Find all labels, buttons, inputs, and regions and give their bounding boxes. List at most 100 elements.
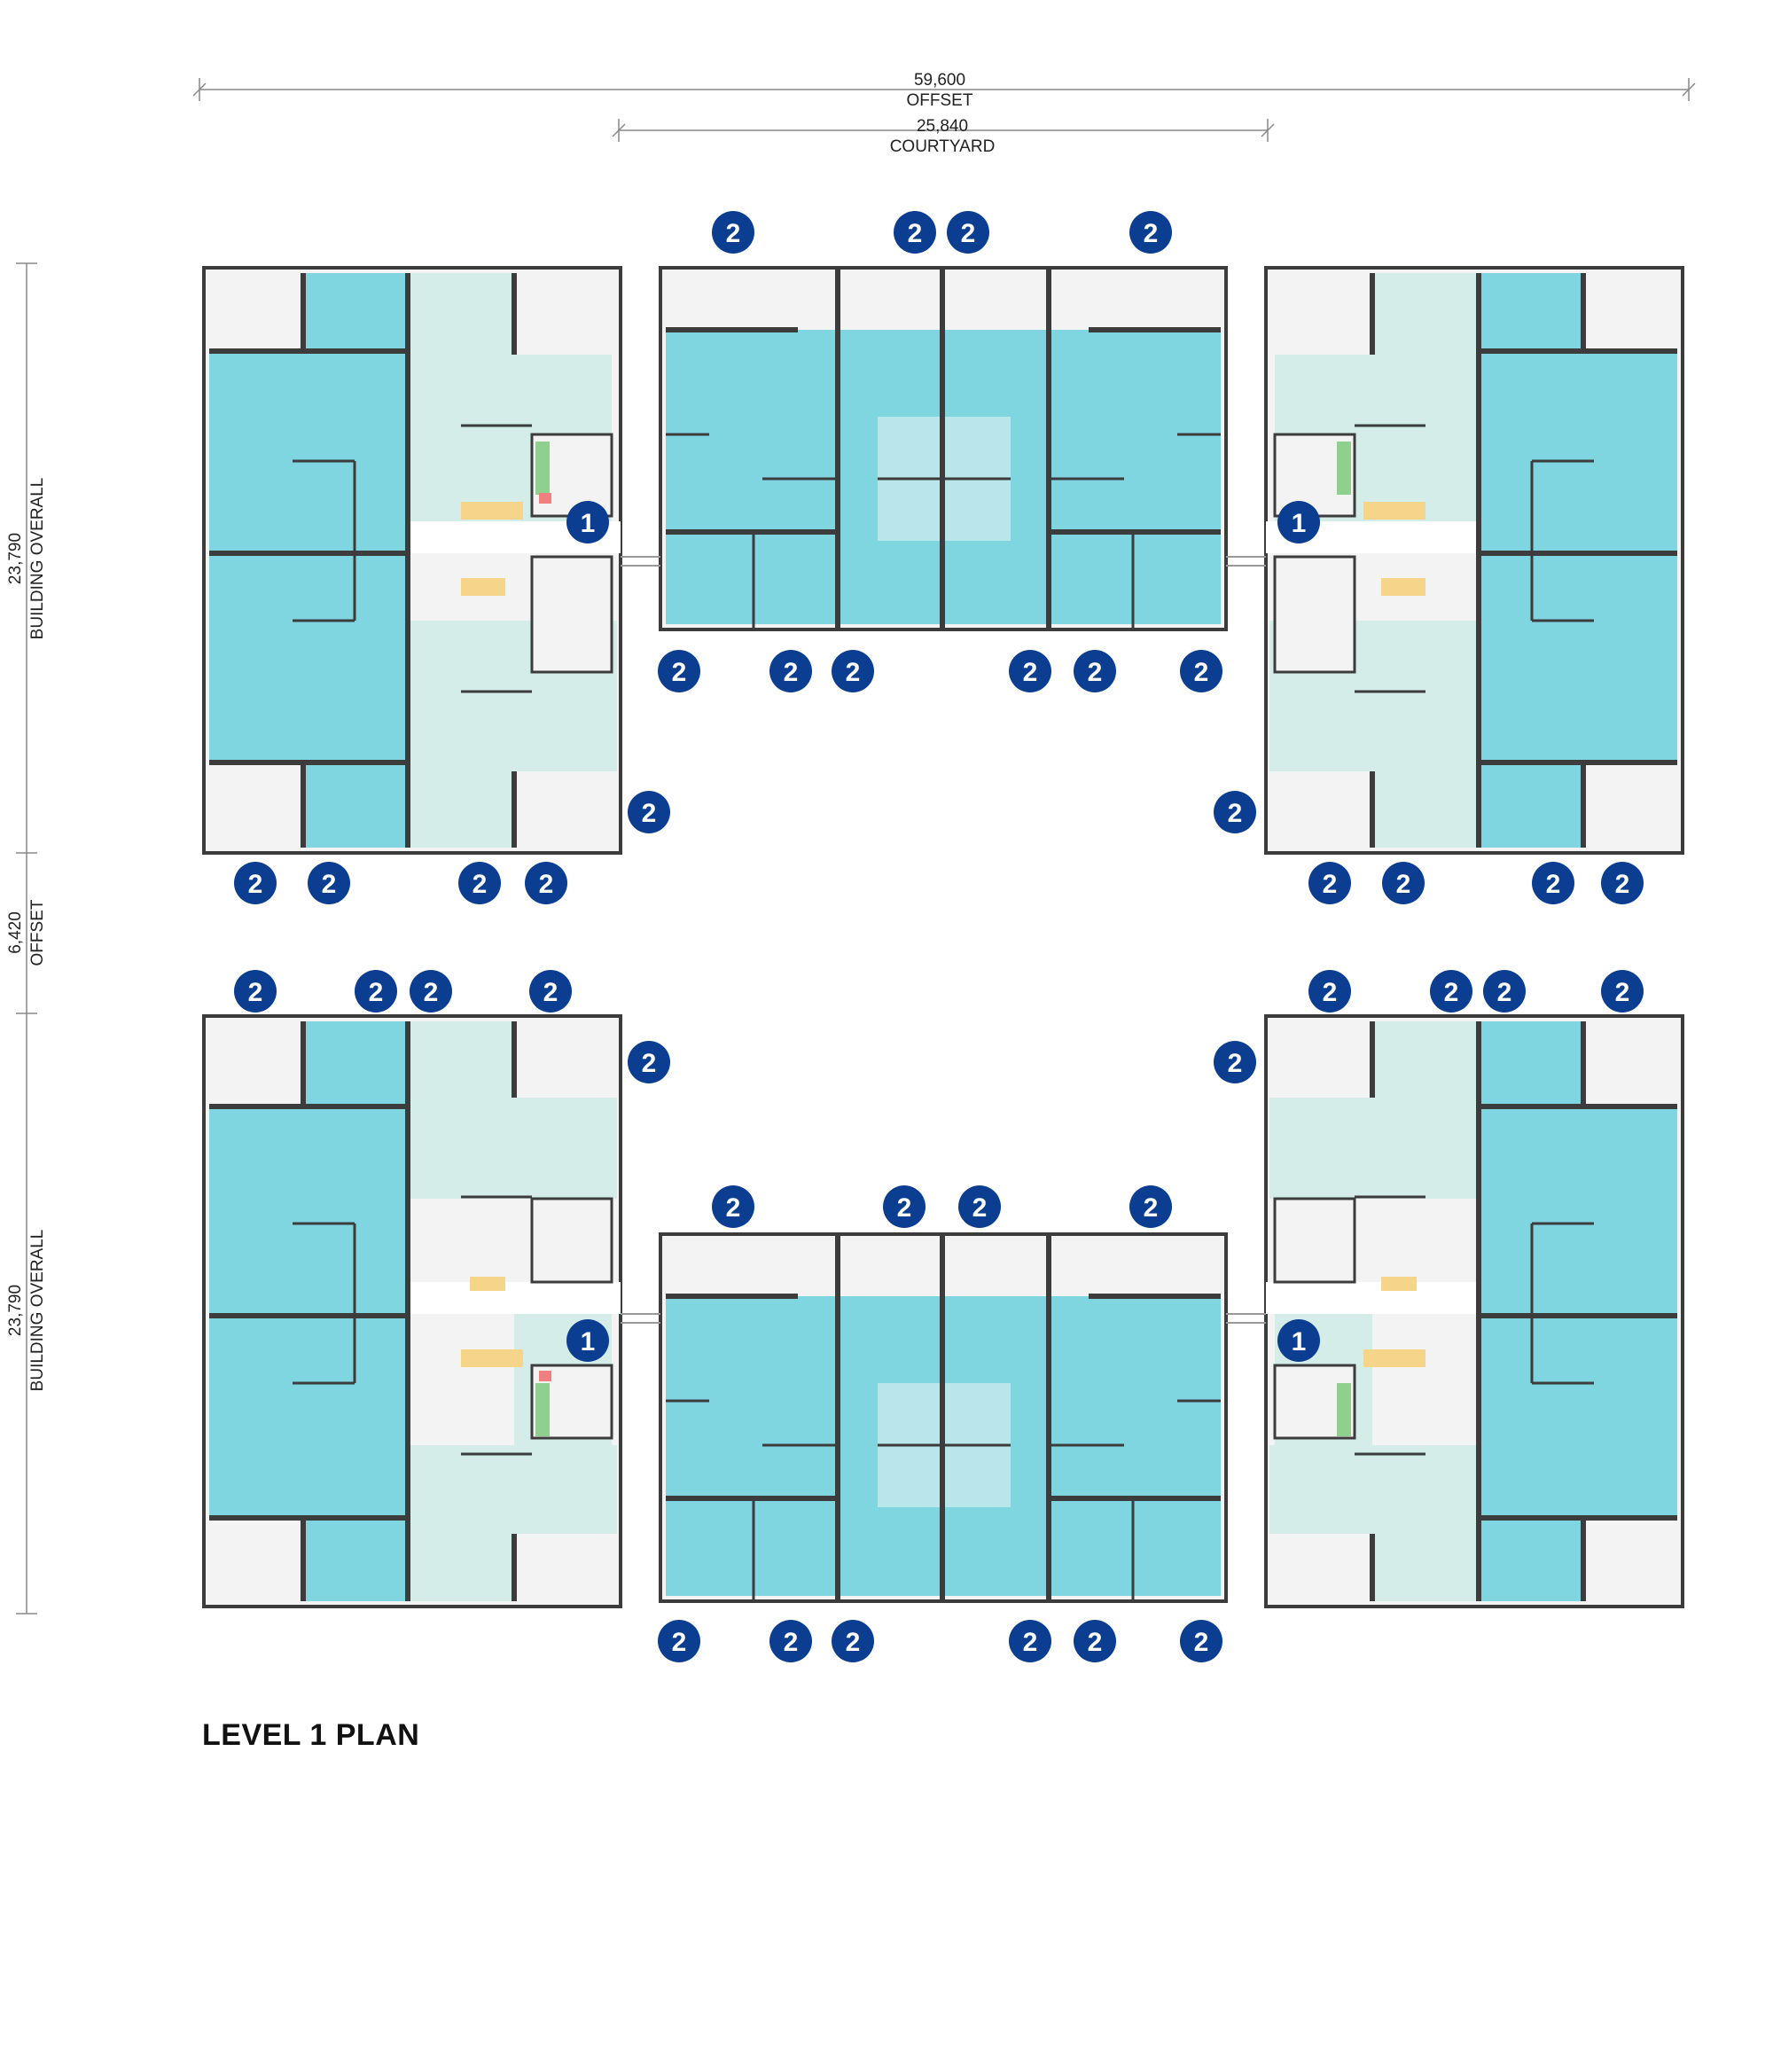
window-tag-label: 2 bbox=[726, 219, 741, 248]
window-tag-label: 2 bbox=[1323, 978, 1338, 1007]
window-tag-label: 2 bbox=[1615, 870, 1630, 899]
window-tag-circle bbox=[308, 862, 350, 904]
dimension-vertical bbox=[16, 262, 37, 1615]
window-tag-circle bbox=[1308, 970, 1351, 1013]
window-tag-label: 2 bbox=[1444, 978, 1459, 1007]
entry-tag-circle bbox=[566, 1319, 609, 1362]
plan-title: LEVEL 1 PLAN bbox=[202, 1718, 420, 1752]
entry-tag-label: 1 bbox=[1292, 509, 1307, 538]
window-tag-label: 2 bbox=[1323, 870, 1338, 899]
window-tag-circle bbox=[894, 211, 936, 254]
window-tag-circle bbox=[883, 1185, 926, 1228]
window-tag-label: 2 bbox=[473, 870, 488, 899]
window-tag-label: 2 bbox=[248, 870, 263, 899]
dimension-overall-width bbox=[192, 78, 1696, 101]
window-tag-circle bbox=[958, 1185, 1001, 1228]
window-tag-circle bbox=[712, 1185, 754, 1228]
window-tag-circle bbox=[1074, 650, 1116, 692]
entry-tag-label: 1 bbox=[581, 509, 596, 538]
window-tag-circle bbox=[1214, 1041, 1256, 1083]
window-tag-label: 2 bbox=[908, 219, 923, 248]
window-tag-circle bbox=[628, 791, 670, 833]
block-lower-right bbox=[1264, 1014, 1684, 1608]
dim-courtyard-label: COURTYARD bbox=[890, 137, 996, 156]
window-tag-circle bbox=[234, 970, 277, 1013]
dim-gap-value: 6,420 bbox=[6, 911, 25, 954]
window-tag-circle bbox=[658, 650, 700, 692]
window-tag-label: 2 bbox=[961, 219, 976, 248]
window-tag-label: 2 bbox=[1194, 658, 1209, 687]
window-tag-label: 2 bbox=[672, 658, 687, 687]
window-tag-label: 2 bbox=[726, 1193, 741, 1223]
window-tag-circle bbox=[658, 1620, 700, 1662]
window-tag-circle bbox=[1532, 862, 1574, 904]
window-tag-label: 2 bbox=[1088, 1628, 1103, 1657]
block-upper-center bbox=[659, 266, 1228, 631]
dim-lower-height-label: BUILDING OVERALL bbox=[28, 1230, 47, 1392]
window-tag-label: 2 bbox=[784, 1628, 799, 1657]
window-tag-label: 2 bbox=[1497, 978, 1512, 1007]
window-tag-circle bbox=[1180, 1620, 1222, 1662]
dim-overall-label: OFFSET bbox=[907, 91, 973, 110]
window-tag-circle bbox=[1382, 862, 1425, 904]
window-tag-label: 2 bbox=[642, 1049, 657, 1078]
window-tag-circle bbox=[525, 862, 567, 904]
window-tag-label: 2 bbox=[1228, 1049, 1243, 1078]
window-tag-circle bbox=[712, 211, 754, 254]
window-tag-circle bbox=[628, 1041, 670, 1083]
window-tag-circle bbox=[355, 970, 397, 1013]
window-tag-label: 2 bbox=[784, 658, 799, 687]
window-tag-circle bbox=[1009, 650, 1051, 692]
window-tag-label: 2 bbox=[1228, 799, 1243, 828]
window-tag-label: 2 bbox=[1546, 870, 1561, 899]
window-tag-label: 2 bbox=[1194, 1628, 1209, 1657]
dim-courtyard-value: 25,840 bbox=[917, 117, 968, 136]
entry-tag-label: 1 bbox=[581, 1327, 596, 1357]
window-tag-label: 2 bbox=[1088, 658, 1103, 687]
window-tag-circle bbox=[947, 211, 989, 254]
window-tag-label: 2 bbox=[897, 1193, 912, 1223]
window-tag-circle bbox=[1430, 970, 1472, 1013]
entry-tag-circle bbox=[1277, 1319, 1320, 1362]
block-lower-left bbox=[202, 1014, 622, 1608]
block-upper-right bbox=[1264, 266, 1684, 855]
window-tag-circle bbox=[832, 1620, 874, 1662]
window-tag-label: 2 bbox=[424, 978, 439, 1007]
window-tag-label: 2 bbox=[672, 1628, 687, 1657]
window-tag-circle bbox=[769, 1620, 812, 1662]
window-tag-label: 2 bbox=[846, 1628, 861, 1657]
window-tag-label: 2 bbox=[1615, 978, 1630, 1007]
dim-gap-label: OFFSET bbox=[28, 899, 47, 966]
window-tag-circle bbox=[1483, 970, 1526, 1013]
window-tag-circle bbox=[1601, 970, 1644, 1013]
window-tag-label: 2 bbox=[322, 870, 337, 899]
entry-tag-circle bbox=[566, 501, 609, 543]
entry-tag-circle bbox=[1277, 501, 1320, 543]
window-tag-circle bbox=[1601, 862, 1644, 904]
corridor-bridges bbox=[621, 556, 1266, 1324]
window-tag-label: 2 bbox=[539, 870, 554, 899]
window-tag-label: 2 bbox=[248, 978, 263, 1007]
dim-overall-value: 59,600 bbox=[914, 71, 965, 90]
dim-upper-height-label: BUILDING OVERALL bbox=[28, 478, 47, 640]
window-tag-label: 2 bbox=[642, 799, 657, 828]
window-tag-circle bbox=[458, 862, 501, 904]
window-tag-label: 2 bbox=[543, 978, 558, 1007]
window-tag-circle bbox=[1308, 862, 1351, 904]
dim-lower-height-value: 23,790 bbox=[6, 1285, 25, 1336]
window-tag-circle bbox=[529, 970, 572, 1013]
block-upper-left bbox=[202, 266, 622, 855]
window-tag-label: 2 bbox=[1396, 870, 1411, 899]
window-tag-circle bbox=[1180, 650, 1222, 692]
window-tag-circle bbox=[410, 970, 452, 1013]
window-tag-label: 2 bbox=[369, 978, 384, 1007]
window-tag-label: 2 bbox=[846, 658, 861, 687]
window-tag-circle bbox=[234, 862, 277, 904]
window-tag-circle bbox=[1074, 1620, 1116, 1662]
dimension-courtyard-width bbox=[612, 119, 1275, 142]
window-tag-label: 2 bbox=[1023, 658, 1038, 687]
window-tag-circle bbox=[1214, 791, 1256, 833]
window-tag-label: 2 bbox=[1023, 1628, 1038, 1657]
